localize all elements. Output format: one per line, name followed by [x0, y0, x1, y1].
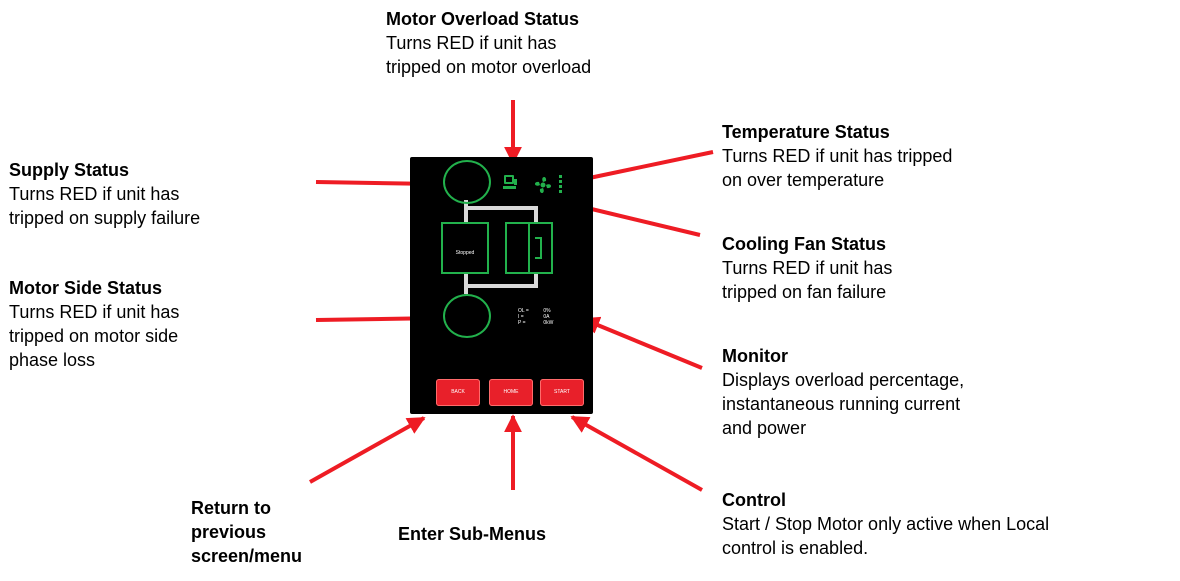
wire-top-horizontal [464, 206, 538, 210]
label-title: Supply Status [9, 160, 130, 180]
start-button[interactable]: START [540, 379, 584, 406]
bypass-box [505, 222, 553, 274]
label-desc: Turns RED if unit has tripped on fan fai… [722, 258, 893, 302]
label-return: Return to previous screen/menu [191, 496, 331, 568]
p-label: P = [518, 320, 526, 326]
label-desc: Displays overload percentage, instantane… [722, 370, 965, 438]
label-desc: Turns RED if unit has tripped on motor s… [9, 302, 180, 370]
label-title: Temperature Status [722, 122, 890, 142]
motor-side-status-circle [443, 294, 491, 338]
home-button[interactable]: HOME [489, 379, 533, 406]
label-title: Return to previous screen/menu [191, 498, 303, 566]
label-title: Monitor [722, 346, 788, 366]
label-title: Enter Sub-Menus [398, 524, 547, 544]
drive-status-box: Stopped [441, 222, 489, 274]
motor-overload-icon [503, 175, 517, 189]
wire-right-down [534, 206, 538, 222]
wire-supply-down [464, 200, 468, 224]
label-supply: Supply Status Turns RED if unit has trip… [9, 158, 200, 230]
supply-status-circle [443, 160, 491, 204]
label-desc: Start / Stop Motor only active when Loca… [722, 514, 1050, 558]
monitor-row-ol: OL = 0% [518, 308, 578, 314]
arrow-monitor [581, 316, 703, 370]
label-desc: Turns RED if unit has tripped on over te… [722, 146, 953, 190]
wire-bottom-horizontal [464, 284, 538, 288]
label-title: Motor Side Status [9, 278, 163, 298]
monitor-row-p: P = 0kW [518, 320, 578, 326]
arrow-temperature [573, 150, 714, 187]
back-button[interactable]: BACK [436, 379, 480, 406]
label-monitor: Monitor Displays overload percentage, in… [722, 344, 964, 440]
wire-right-up [534, 274, 538, 286]
i-value: 0A [543, 314, 550, 320]
label-desc: Turns RED if unit has tripped on supply … [9, 184, 201, 228]
device-screen: Stopped OL = 0% I = 0A P = 0kW BACK HOME… [410, 157, 593, 414]
label-desc: Turns RED if unit has tripped on motor o… [386, 33, 592, 77]
label-title: Motor Overload Status [386, 9, 580, 29]
ol-value: 0% [543, 308, 551, 314]
i-label: I = [518, 314, 524, 320]
ol-label: OL = [518, 308, 529, 314]
label-title: Cooling Fan Status [722, 234, 886, 254]
monitor-row-i: I = 0A [518, 314, 578, 320]
arrow-back [309, 416, 426, 484]
label-title: Control [722, 490, 786, 510]
p-value: 0kW [543, 320, 554, 326]
monitor-readout: OL = 0% I = 0A P = 0kW [518, 308, 578, 326]
bypass-contactor-icon [528, 224, 542, 272]
arrow-start [570, 415, 703, 492]
temperature-icon [559, 175, 562, 193]
label-motor-side: Motor Side Status Turns RED if unit has … [9, 276, 179, 372]
drive-state-text: Stopped [455, 250, 475, 256]
label-motor-overload: Motor Overload Status Turns RED if unit … [386, 7, 591, 79]
label-temperature: Temperature Status Turns RED if unit has… [722, 120, 952, 192]
label-enter-sub-menus: Enter Sub-Menus [398, 522, 546, 546]
label-cooling-fan: Cooling Fan Status Turns RED if unit has… [722, 232, 892, 304]
label-control: Control Start / Stop Motor only active w… [722, 488, 1049, 560]
cooling-fan-icon [534, 176, 552, 194]
